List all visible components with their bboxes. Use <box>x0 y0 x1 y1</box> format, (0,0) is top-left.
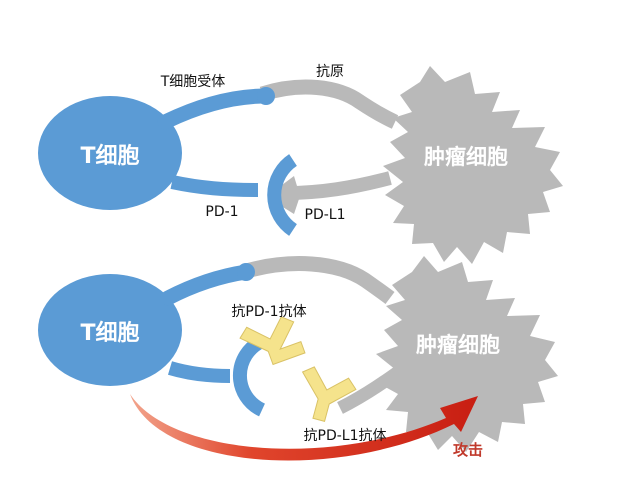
top-panel: T细胞 肿瘤细胞 T细胞受体 抗原 PD-1 PD-L1 <box>38 64 563 264</box>
anti-pd1-label: 抗PD-1抗体 <box>231 304 306 320</box>
pdl1-stalk-bottom <box>337 366 402 414</box>
bottom-panel: T细胞 肿瘤细胞 抗PD-1抗体 抗PD-L1抗体 攻击 <box>38 256 558 461</box>
antigen-arm-bottom <box>240 256 395 305</box>
anti-pdl1-label: 抗PD-L1抗体 <box>304 428 387 444</box>
antigen-arm <box>259 79 399 129</box>
attack-arrow <box>130 394 478 461</box>
anti-pdl1-antibody <box>301 366 357 423</box>
pd1-stalk <box>170 175 259 197</box>
pd1-cup <box>267 154 298 236</box>
pdl1-cap <box>278 176 300 214</box>
t-cell-top-label: T细胞 <box>80 143 139 169</box>
pdl1-label: PD-L1 <box>305 207 346 223</box>
tcr-arm-bottom <box>160 264 254 306</box>
t-cell-bottom-label: T细胞 <box>80 320 139 346</box>
tcr-arm <box>157 88 274 130</box>
tumor-bottom-label: 肿瘤细胞 <box>416 333 500 357</box>
tumor-cell-bottom <box>376 256 558 452</box>
pd1-cup-bottom <box>233 334 266 417</box>
pdl1-arm <box>285 171 392 200</box>
tcr-label: T细胞受体 <box>160 74 226 90</box>
tcr-tip-bottom <box>237 263 255 281</box>
t-cell-bottom <box>38 274 182 386</box>
anti-pd1-antibody <box>239 316 306 366</box>
pd1-stalk-bottom <box>167 361 231 383</box>
tumor-cell-top <box>383 66 563 264</box>
t-cell-top <box>38 96 182 210</box>
pd1-label: PD-1 <box>205 204 238 220</box>
tumor-top-label: 肿瘤细胞 <box>424 145 508 169</box>
tcr-tip <box>257 87 275 105</box>
attack-label: 攻击 <box>453 441 483 459</box>
antigen-label: 抗原 <box>316 64 344 80</box>
